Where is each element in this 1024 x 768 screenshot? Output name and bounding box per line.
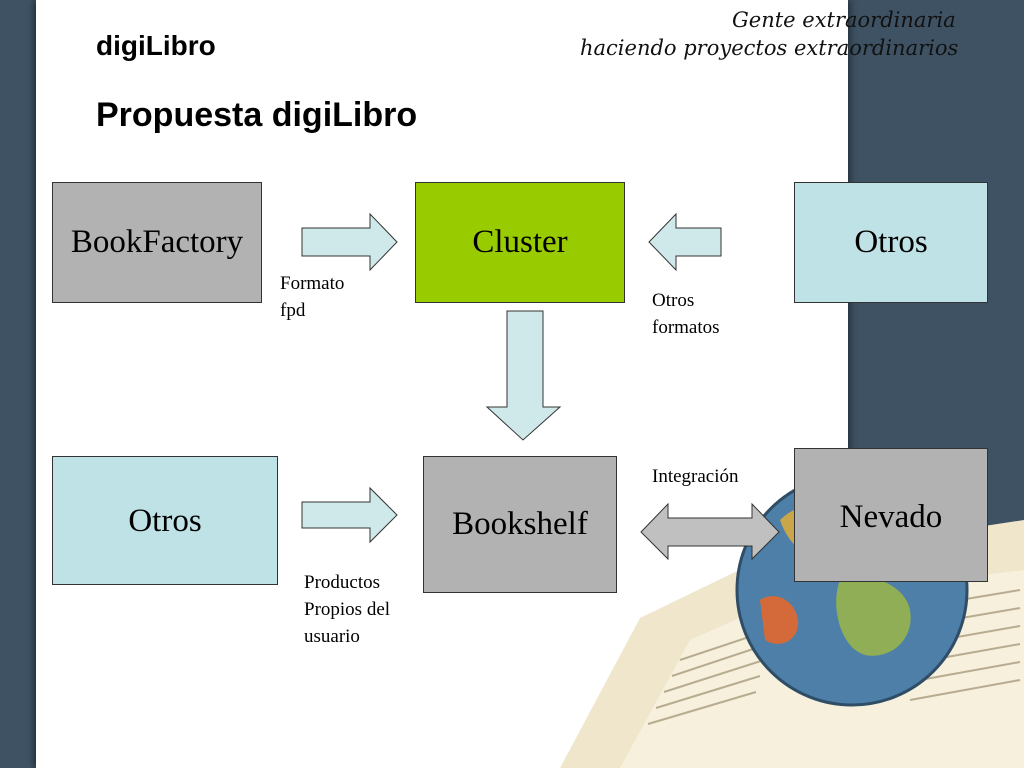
node-cluster-label: Cluster bbox=[472, 224, 568, 260]
tagline-line-1: Gente extraordinaria bbox=[732, 8, 956, 32]
node-bookshelf-label: Bookshelf bbox=[452, 506, 588, 542]
arrow-otros-to-cluster bbox=[648, 212, 722, 272]
node-cluster: Cluster bbox=[415, 182, 625, 303]
node-otros-top-label: Otros bbox=[854, 224, 928, 260]
node-bookfactory: BookFactory bbox=[52, 182, 262, 303]
arrow-cluster-to-bookshelf bbox=[485, 310, 562, 441]
node-otros-bottom-label: Otros bbox=[128, 503, 202, 539]
node-nevado: Nevado bbox=[794, 448, 988, 582]
brand-name: digiLibro bbox=[96, 30, 216, 61]
node-otros-bottom: Otros bbox=[52, 456, 278, 585]
node-bookshelf: Bookshelf bbox=[423, 456, 617, 593]
label-integracion: Integración bbox=[652, 466, 739, 487]
node-bookfactory-label: BookFactory bbox=[70, 224, 244, 260]
node-otros-top: Otros bbox=[794, 182, 988, 303]
label-otros-formatos: Otros formatos bbox=[652, 290, 720, 338]
label-productos-propios: Productos Propios del usuario bbox=[304, 572, 391, 647]
double-arrow-integration bbox=[640, 502, 780, 561]
node-nevado-label: Nevado bbox=[839, 499, 943, 535]
arrow-bookfactory-to-cluster bbox=[301, 212, 398, 272]
label-formato-fpd: Formato fpd bbox=[280, 273, 345, 321]
page-title: Propuesta digiLibro bbox=[96, 96, 418, 134]
tagline-line-2: haciendo proyectos extraordinarios bbox=[580, 36, 959, 60]
arrow-otros-to-bookshelf bbox=[301, 486, 398, 544]
